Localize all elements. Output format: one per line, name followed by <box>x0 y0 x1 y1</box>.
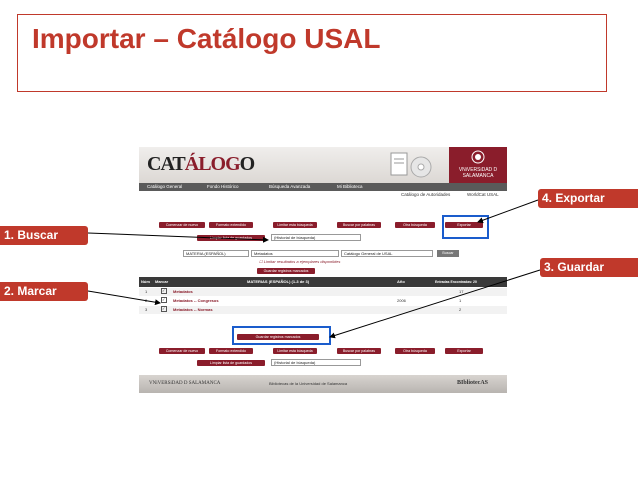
callout-exportar: 4. Exportar <box>538 189 638 208</box>
table-header: Núm Marcar MATERIAS (ESPAÑOL) (1-3 de 3)… <box>139 277 507 287</box>
scope-select[interactable]: Catálogo General de USAL <box>341 250 433 257</box>
start-over-button[interactable]: Comenzar de nuevo <box>159 222 205 228</box>
document-cd-icon <box>390 152 432 178</box>
university-logo: VNiVERSiDAD D SALAMANCA <box>449 147 507 183</box>
history-select[interactable]: (Historial de búsqueda) <box>271 234 361 241</box>
footer-libraries-logo: BIbliotecAS <box>457 380 489 386</box>
nav-item-fondo-historico[interactable]: Fondo Histórico <box>207 184 239 189</box>
table-row: 2 ✓ Metadatos -- Congresos 2006 1 <box>145 297 462 303</box>
callout-guardar: 3. Guardar <box>540 258 638 277</box>
limit-search-button[interactable]: Limitar esta búsqueda <box>273 222 317 228</box>
save-highlight <box>232 326 331 345</box>
start-over-bottom-button[interactable]: Comenzar de nuevo <box>159 348 205 354</box>
search-button[interactable]: Buscar <box>437 250 459 257</box>
save-marked-top-button[interactable]: Guardar registros marcados <box>257 268 315 274</box>
table-row: 3 ✓ Metadatos -- Normas 2 <box>139 306 507 314</box>
footer-university: VNiVERSiDAD D SALAMANCA <box>149 381 221 386</box>
nav-item-busqueda-avanzada[interactable]: Búsqueda Avanzada <box>269 184 311 189</box>
catalog-nav: Catálogo General Fondo Histórico Búsqued… <box>139 183 507 191</box>
history-bottom-select[interactable]: (Historial de búsqueda) <box>271 359 361 366</box>
slide-title-box: Importar – Catálogo USAL <box>17 14 607 92</box>
catalog-subnav: Catálogo de Autoridades WorldCat USAL <box>139 191 507 199</box>
slide-title: Importar – Catálogo USAL <box>32 23 381 54</box>
save-marked-button[interactable]: Guardar registros marcados <box>237 334 319 340</box>
other-search-bottom-button[interactable]: Otra búsqueda <box>395 348 435 354</box>
other-search-button[interactable]: Otra búsqueda <box>395 222 435 228</box>
table-row: 1 ✓ Metadatos 17 <box>139 288 507 296</box>
link-catalogo-autoridades[interactable]: Catálogo de Autoridades <box>401 192 451 197</box>
export-button[interactable]: Exportar <box>445 222 483 228</box>
nav-item-mi-biblioteca[interactable]: Mi Biblioteca <box>337 184 363 189</box>
search-words-bottom-button[interactable]: Buscar por palabras <box>337 348 381 354</box>
extended-format-bottom-button[interactable]: Formato extendido <box>209 348 253 354</box>
limit-search-bottom-button[interactable]: Limitar esta búsqueda <box>273 348 317 354</box>
limit-available-checkbox[interactable]: ☐ Limitar resultados a ejemplares dispon… <box>259 259 341 264</box>
export-bottom-button[interactable]: Exportar <box>445 348 483 354</box>
search-words-button[interactable]: Buscar por palabras <box>337 222 381 228</box>
search-input[interactable]: Metadatos <box>251 250 339 257</box>
result-title-link[interactable]: Metadatos -- Congresos <box>173 298 219 303</box>
catalog-logo: CATÁLOGO <box>147 153 255 175</box>
link-worldcat[interactable]: WorldCat USAL <box>467 192 499 197</box>
catalog-screenshot: CATÁLOGO VNiVERSiDAD D SALAMANCA Catálog… <box>139 147 507 393</box>
nav-item-catalogo-general[interactable]: Catálogo General <box>147 184 183 189</box>
result-title-link[interactable]: Metadatos <box>173 289 193 294</box>
callout-buscar: 1. Buscar <box>0 226 88 245</box>
footer-libraries: Bibliotecas de la Universidad de Salaman… <box>269 381 348 386</box>
university-seal-icon <box>471 150 485 164</box>
catalog-footer: VNiVERSiDAD D SALAMANCA Bibliotecas de l… <box>139 375 507 393</box>
result-title-link[interactable]: Metadatos -- Normas <box>173 307 213 312</box>
university-name: VNiVERSiDAD D SALAMANCA <box>458 167 498 179</box>
catalog-header: CATÁLOGO VNiVERSiDAD D SALAMANCA <box>139 147 507 183</box>
clear-saved-bottom-button[interactable]: Limpiar lista de guardados <box>197 360 265 366</box>
callout-marcar: 2. Marcar <box>0 282 88 301</box>
extended-format-button[interactable]: Formato extendido <box>209 222 253 228</box>
clear-saved-button[interactable]: Limpiar lista de guardados <box>197 235 265 241</box>
export-highlight <box>442 215 489 239</box>
search-field-select[interactable]: MATERIA (ESPAÑOL) <box>183 250 249 257</box>
